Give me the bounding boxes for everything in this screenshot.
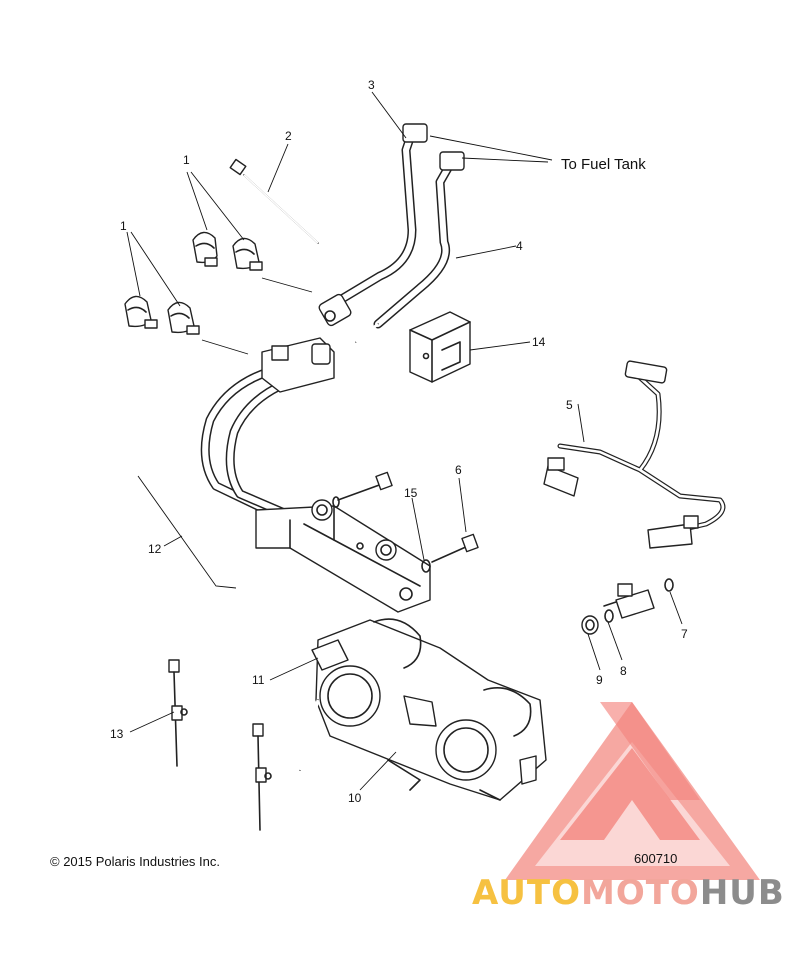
watermark-text-auto: AUTO (472, 873, 581, 913)
fuel-hose-3 (318, 123, 428, 327)
callout-10: 10 (348, 791, 362, 805)
callout-4: 4 (516, 239, 523, 253)
callout-8: 8 (620, 664, 627, 678)
throttle-body (315, 618, 547, 801)
leader-lines (126, 91, 683, 791)
callout-11: 11 (252, 673, 265, 687)
watermark-text-hub: HUB (700, 873, 785, 913)
rail-bolt-lower (431, 533, 479, 563)
watermark-logo (505, 702, 760, 880)
cable-tie (229, 158, 319, 244)
callout-labels: 1 1 2 3 4 5 6 7 8 9 10 11 12 13 14 15 To… (50, 78, 688, 869)
throttle-sensor (298, 639, 349, 771)
rail-bolt-upper (332, 471, 393, 508)
injector-harness (543, 360, 726, 549)
copyright-notice: © 2015 Polaris Industries Inc. (50, 854, 220, 869)
callout-3: 3 (368, 78, 375, 92)
fuel-injector (603, 583, 655, 619)
callout-13: 13 (110, 727, 124, 741)
callout-5: 5 (566, 398, 573, 412)
clip-upper-left (192, 231, 218, 267)
watermark-text-moto: MOTO (581, 873, 700, 913)
clip-lower-right (167, 301, 200, 335)
callout-7: 7 (681, 627, 688, 641)
fuel-hose-4 (355, 151, 465, 344)
callout-1-upper: 1 (183, 153, 190, 167)
mounting-tie-lower (252, 723, 272, 831)
callout-2: 2 (285, 129, 292, 143)
seal-9 (581, 615, 599, 635)
fuel-rail-assembly (200, 337, 431, 613)
clip-upper-right (232, 237, 263, 271)
o-ring-7 (664, 578, 674, 592)
callout-15: 15 (404, 486, 418, 500)
o-ring-8 (604, 609, 614, 623)
callout-9: 9 (596, 673, 603, 687)
callout-1-lower: 1 (120, 219, 127, 233)
fuel-tank-note: To Fuel Tank (561, 156, 646, 173)
foam-block (409, 311, 471, 383)
washer-15 (421, 559, 431, 573)
callout-6: 6 (455, 463, 462, 477)
clip-lower-left (124, 295, 158, 329)
figure-number: 600710 (634, 851, 677, 866)
callout-12: 12 (148, 542, 162, 556)
watermark-wordmark: AUTOMOTOHUB (472, 873, 785, 913)
callout-14: 14 (532, 335, 546, 349)
